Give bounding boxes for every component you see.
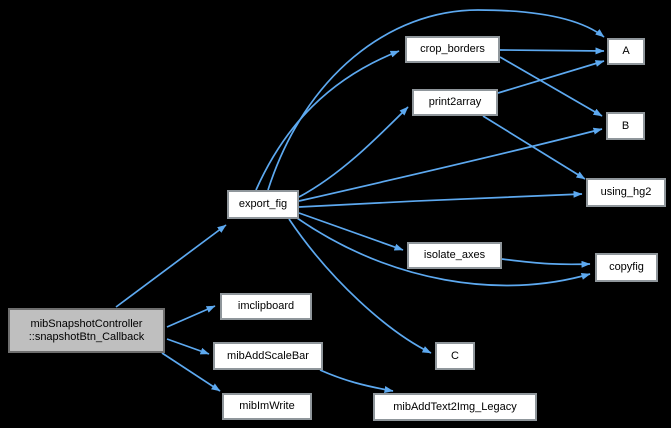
node-using-hg2[interactable]: using_hg2	[586, 178, 666, 207]
node-a[interactable]: A	[607, 38, 645, 65]
node-label: B	[621, 119, 630, 132]
edge-export_fig-to-crop_borders	[255, 50, 400, 191]
edge-export_fig-to-using_hg2	[298, 190, 583, 208]
node-print2array[interactable]: print2array	[412, 89, 498, 116]
node-label: C	[451, 349, 459, 362]
node-label: export_fig	[238, 198, 288, 210]
node-b[interactable]: B	[606, 112, 645, 140]
node-label: mibAddScaleBar	[227, 349, 309, 362]
edge-callback-to-mibImWrite	[161, 352, 221, 392]
edge-export_fig-to-C	[288, 218, 432, 354]
edge-export_fig-to-isolate_axes	[298, 212, 404, 251]
edge-callback-to-export_fig	[115, 224, 227, 308]
edge-mibAddScaleBar-to-mibAddText2Img_Legacy	[319, 369, 394, 393]
node-export-fig[interactable]: export_fig	[227, 190, 299, 219]
node-label: copyfig	[609, 261, 644, 273]
node-label: using_hg2	[600, 186, 652, 198]
edge-crop_borders-to-A	[499, 47, 605, 55]
node-copyfig[interactable]: copyfig	[595, 253, 658, 282]
edge-print2array-to-A	[497, 60, 605, 94]
node-label: print2array	[428, 96, 482, 108]
node-mibimwrite[interactable]: mibImWrite	[222, 393, 312, 420]
node-label: A	[622, 45, 630, 57]
node-mibsnapshotcontroller-snapshotbtn-callback[interactable]: mibSnapshotController ::snapshotBtn_Call…	[8, 308, 165, 353]
node-label: mibAddText2Img_Legacy	[393, 400, 517, 413]
node-mibaddtext2img-legacy[interactable]: mibAddText2Img_Legacy	[373, 393, 537, 421]
node-label: mibImWrite	[239, 400, 295, 412]
edge-export_fig-to-B	[298, 127, 603, 202]
node-label: crop_borders	[420, 43, 485, 55]
node-mibaddscalebar[interactable]: mibAddScaleBar	[213, 342, 323, 370]
node-label-line2: ::snapshotBtn_Callback	[28, 330, 145, 343]
edge-crop_borders-to-B	[499, 56, 603, 117]
edge-isolate_axes-to-copyfig	[501, 258, 591, 268]
node-label-line1: mibSnapshotController	[30, 317, 143, 330]
edge-export_fig-to-copyfig	[296, 217, 591, 287]
node-crop-borders[interactable]: crop_borders	[405, 36, 500, 63]
node-imclipboard[interactable]: imclipboard	[220, 293, 312, 320]
edge-export_fig-to-A	[267, 9, 605, 191]
edge-export_fig-to-print2array	[298, 106, 409, 198]
node-label: isolate_axes	[423, 249, 486, 261]
edge-callback-to-imclipboard	[166, 305, 216, 328]
edge-print2array-to-using_hg2	[482, 115, 586, 180]
node-c[interactable]: C	[435, 342, 475, 370]
node-isolate-axes[interactable]: isolate_axes	[407, 242, 502, 269]
edge-callback-to-mibAddScaleBar	[166, 338, 210, 355]
node-label: imclipboard	[237, 300, 295, 312]
